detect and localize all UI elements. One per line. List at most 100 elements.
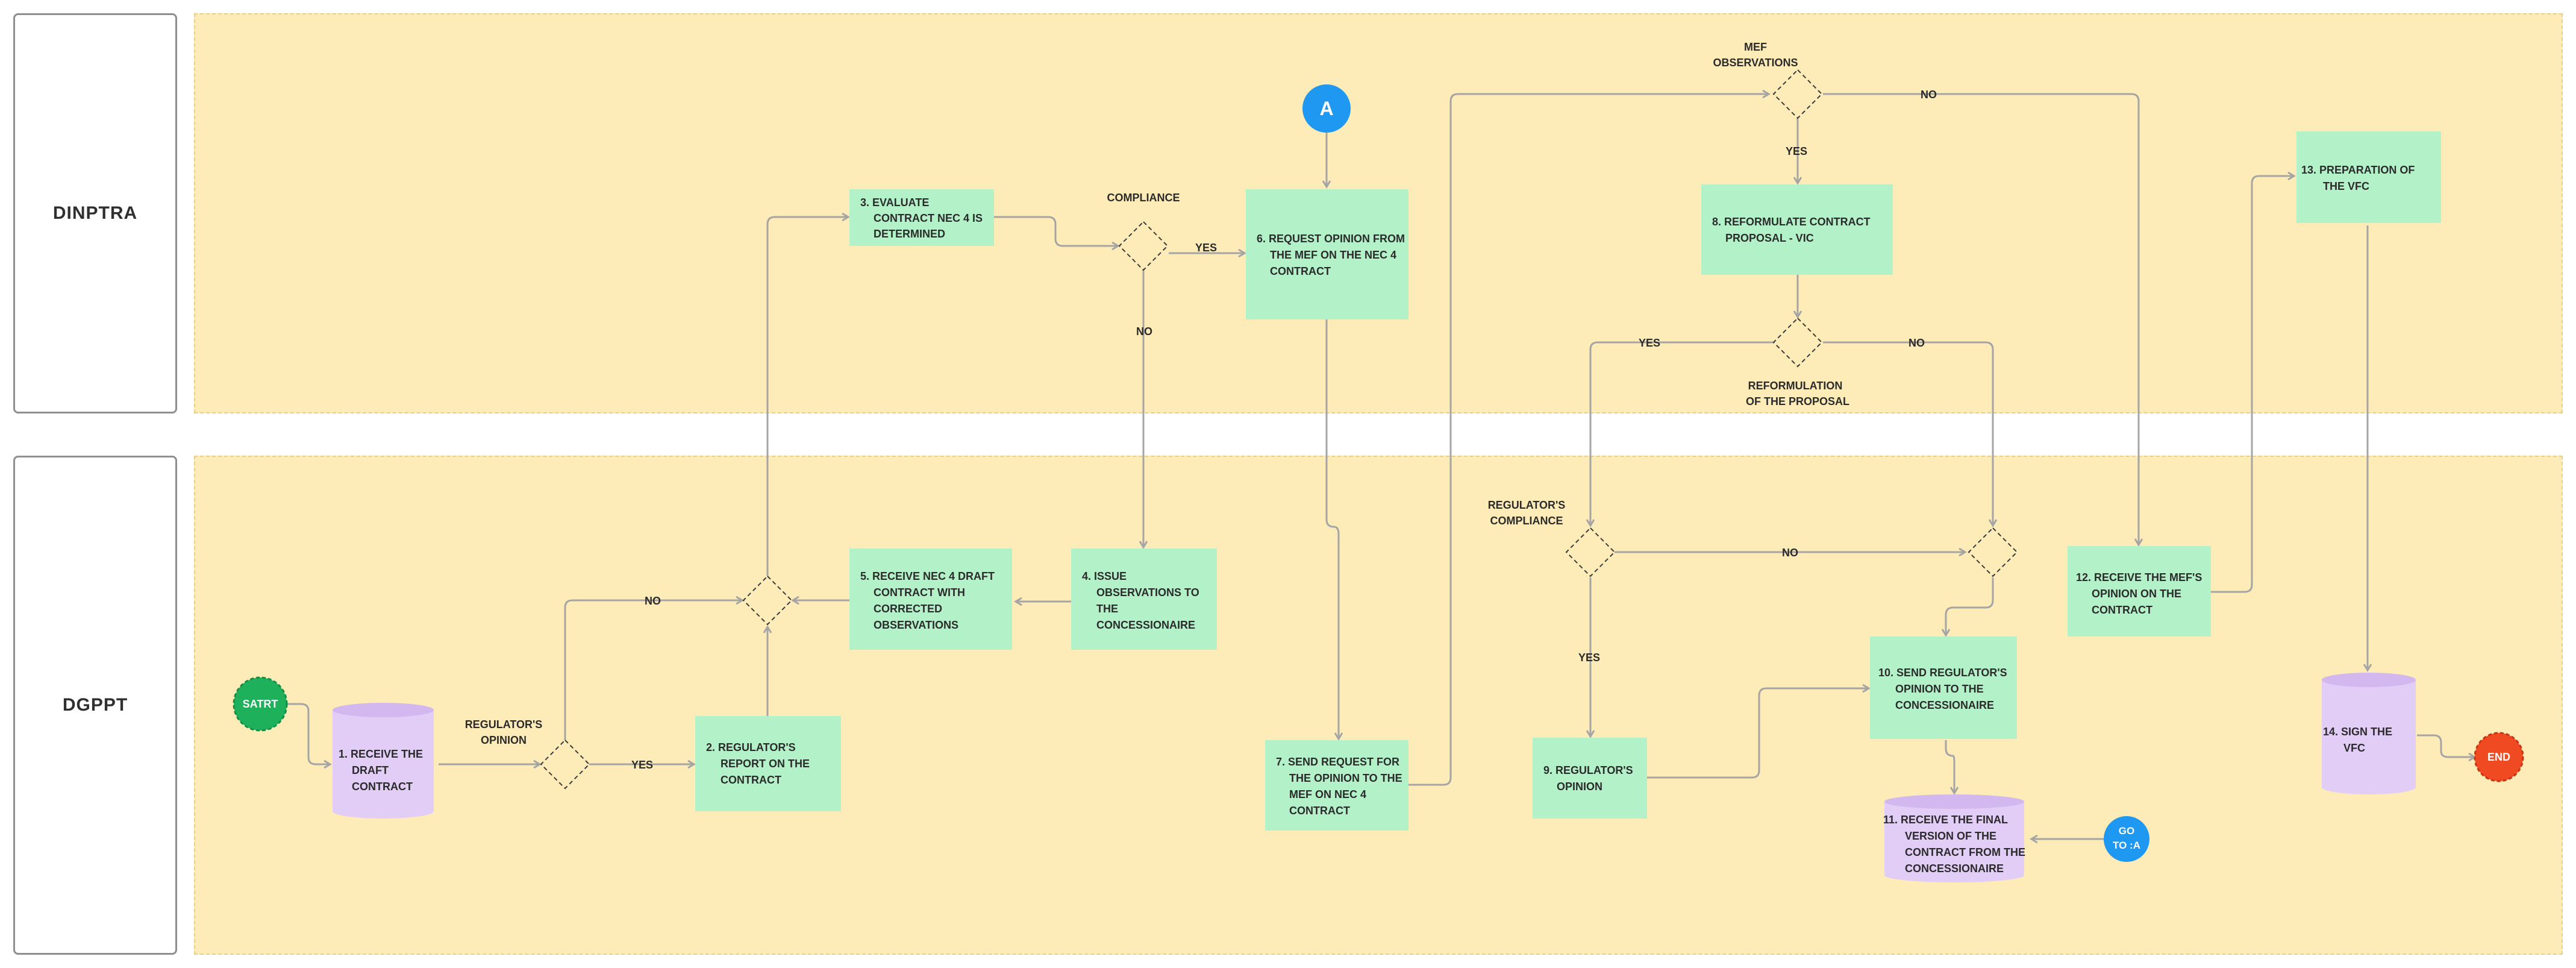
svg-text:6. REQUEST OPINION FROM: 6. REQUEST OPINION FROM [1257, 233, 1405, 245]
svg-text:13. PREPARATION OF: 13. PREPARATION OF [2301, 164, 2415, 176]
svg-text:THE: THE [1096, 603, 1118, 615]
decision-diamonds [540, 69, 2018, 790]
svg-text:VFC: VFC [2343, 742, 2365, 754]
step-4: 4. ISSUE OBSERVATIONS TO THE CONCESSIONA… [1071, 548, 1217, 650]
edge-decision-no-to-merge [564, 600, 742, 740]
svg-text:THE MEF ON THE NEC 4: THE MEF ON THE NEC 4 [1270, 249, 1396, 261]
edge-3-to-compliance [994, 216, 1118, 246]
svg-text:CONTRACT: CONTRACT [1289, 805, 1350, 817]
label-no: NO [1921, 89, 1937, 101]
start-node: SATRT [233, 676, 288, 732]
step-8: 8. REFORMULATE CONTRACT PROPOSAL - VIC [1701, 184, 1893, 275]
svg-text:CONTRACT: CONTRACT [1270, 265, 1331, 277]
goto-a-node: GO TO :A [2104, 816, 2149, 862]
lane-label-dinptra: DINPTRA [13, 13, 177, 413]
lane-label-dgppt: DGPPT [13, 456, 177, 955]
step-14: 14. SIGN THE VFC [2322, 673, 2416, 794]
process-boxes: 2. REGULATOR'S REPORT ON THE CONTRACT 3.… [695, 131, 2441, 831]
step-10: 10. SEND REGULATOR'S OPINION TO THE CONC… [1870, 636, 2017, 739]
label-no: NO [1136, 325, 1152, 338]
label-yes: YES [1786, 145, 1807, 157]
decision-regulator-opinion [540, 739, 590, 790]
label-yes: YES [631, 759, 653, 771]
svg-text:OPINION TO THE: OPINION TO THE [1895, 683, 1984, 695]
step-6: 6. REQUEST OPINION FROM THE MEF ON THE N… [1246, 189, 1408, 319]
decision-mef-observations [1772, 69, 1823, 119]
label-yes: YES [1639, 337, 1660, 349]
step-5: 5. RECEIVE NEC 4 DRAFT CONTRACT WITH COR… [849, 548, 1012, 650]
svg-text:A: A [1319, 98, 1333, 119]
terminals: SATRT END A GO TO :A [233, 84, 2524, 862]
svg-text:7. SEND REQUEST FOR: 7. SEND REQUEST FOR [1276, 756, 1399, 768]
svg-text:4. ISSUE: 4. ISSUE [1082, 570, 1127, 582]
lane-body-dgppt [194, 456, 2563, 955]
lane-title: DINPTRA [52, 203, 138, 223]
svg-text:11. RECEIVE THE FINAL: 11. RECEIVE THE FINAL [1883, 814, 2008, 826]
end-node: END [2474, 732, 2524, 782]
edge-labels: YES NO YES NO YES NO YES NO NO YES [631, 89, 1937, 771]
svg-text:9. REGULATOR'S: 9. REGULATOR'S [1543, 764, 1633, 776]
svg-text:DETERMINED: DETERMINED [874, 228, 945, 240]
decision-label-mef: MEF [1744, 41, 1767, 53]
svg-text:GO: GO [2119, 825, 2134, 837]
svg-text:3. EVALUATE: 3. EVALUATE [860, 196, 929, 209]
decision-compliance [1118, 221, 1169, 271]
svg-text:OBSERVATIONS: OBSERVATIONS [874, 619, 958, 631]
edge-7-to-mef [1408, 94, 1769, 786]
svg-text:CONTRACT NEC 4 IS: CONTRACT NEC 4 IS [874, 212, 983, 224]
svg-text:SATRT: SATRT [243, 698, 278, 710]
svg-text:CONTRACT WITH: CONTRACT WITH [874, 586, 965, 599]
svg-text:1. RECEIVE THE: 1. RECEIVE THE [339, 748, 423, 760]
decision-label-regulator-compliance: COMPLIANCE [1490, 515, 1563, 527]
svg-text:THE OPINION TO THE: THE OPINION TO THE [1289, 772, 1402, 784]
svg-text:REPORT ON THE: REPORT ON THE [721, 758, 810, 770]
decision-labels: REGULATOR'S OPINION COMPLIANCE MEF OBSER… [465, 41, 1849, 746]
svg-text:CONTRACT FROM THE: CONTRACT FROM THE [1905, 846, 2025, 858]
decision-label-compliance: COMPLIANCE [1107, 192, 1180, 204]
step-1: 1. RECEIVE THE DRAFT CONTRACT [333, 703, 434, 819]
lane-title: DGPPT [62, 695, 128, 715]
svg-text:2. REGULATOR'S: 2. REGULATOR'S [706, 741, 796, 753]
svg-text:CORRECTED: CORRECTED [874, 603, 942, 615]
step-9: 9. REGULATOR'S OPINION [1533, 738, 1647, 819]
edge-merge-to-3 [766, 217, 848, 576]
decision-label-mef: OBSERVATIONS [1713, 57, 1798, 69]
svg-text:OPINION ON THE: OPINION ON THE [2092, 588, 2181, 600]
step-12: 12. RECEIVE THE MEF'S OPINION ON THE CON… [2068, 546, 2211, 636]
edge-14-to-end [2417, 734, 2475, 757]
svg-text:CONCESSIONAIRE: CONCESSIONAIRE [1905, 863, 2004, 875]
svg-text:TO :A: TO :A [2113, 840, 2140, 851]
svg-text:DRAFT: DRAFT [352, 764, 389, 776]
svg-text:14. SIGN THE: 14. SIGN THE [2323, 726, 2392, 738]
svg-text:10. SEND REGULATOR'S: 10. SEND REGULATOR'S [1878, 667, 2007, 679]
edge-reformulation-no [1823, 341, 1993, 526]
svg-text:8. REFORMULATE CONTRACT: 8. REFORMULATE CONTRACT [1712, 216, 1871, 228]
edge-start-to-1 [286, 703, 330, 764]
svg-text:CONCESSIONAIRE: CONCESSIONAIRE [1096, 619, 1195, 631]
svg-text:MEF ON NEC 4: MEF ON NEC 4 [1289, 788, 1366, 800]
edge-reformulation-yes [1590, 341, 1775, 526]
label-yes: YES [1578, 652, 1600, 664]
edge-9-to-10 [1647, 688, 1869, 779]
svg-text:OBSERVATIONS TO: OBSERVATIONS TO [1096, 586, 1199, 599]
step-3: 3. EVALUATE CONTRACT NEC 4 IS DETERMINED [849, 189, 994, 246]
decision-label-regulator-opinion: OPINION [481, 734, 527, 746]
decision-label-reformulation: OF THE PROPOSAL [1746, 395, 1849, 407]
data-stores: 1. RECEIVE THE DRAFT CONTRACT 11. RECEIV… [333, 673, 2416, 882]
label-no: NO [1909, 337, 1925, 349]
svg-text:12. RECEIVE THE MEF'S: 12. RECEIVE THE MEF'S [2076, 571, 2202, 583]
decision-reformulation [1772, 317, 1823, 368]
step-13: 13. PREPARATION OF THE VFC [2296, 131, 2441, 223]
edge-mef-no-to-12 [1823, 93, 2139, 545]
decision-label-reformulation: REFORMULATION [1748, 380, 1843, 392]
step-11: 11. RECEIVE THE FINAL VERSION OF THE CON… [1883, 794, 2025, 882]
connector-a: A [1302, 84, 1351, 133]
svg-text:CONTRACT: CONTRACT [721, 774, 781, 786]
edge-10-to-11 [1945, 740, 1954, 793]
decision-merge-left [742, 575, 793, 626]
svg-text:CONTRACT: CONTRACT [2092, 604, 2152, 616]
svg-text:VERSION OF THE: VERSION OF THE [1905, 830, 1996, 842]
svg-text:OPINION: OPINION [1557, 781, 1602, 793]
label-no: NO [645, 595, 661, 607]
